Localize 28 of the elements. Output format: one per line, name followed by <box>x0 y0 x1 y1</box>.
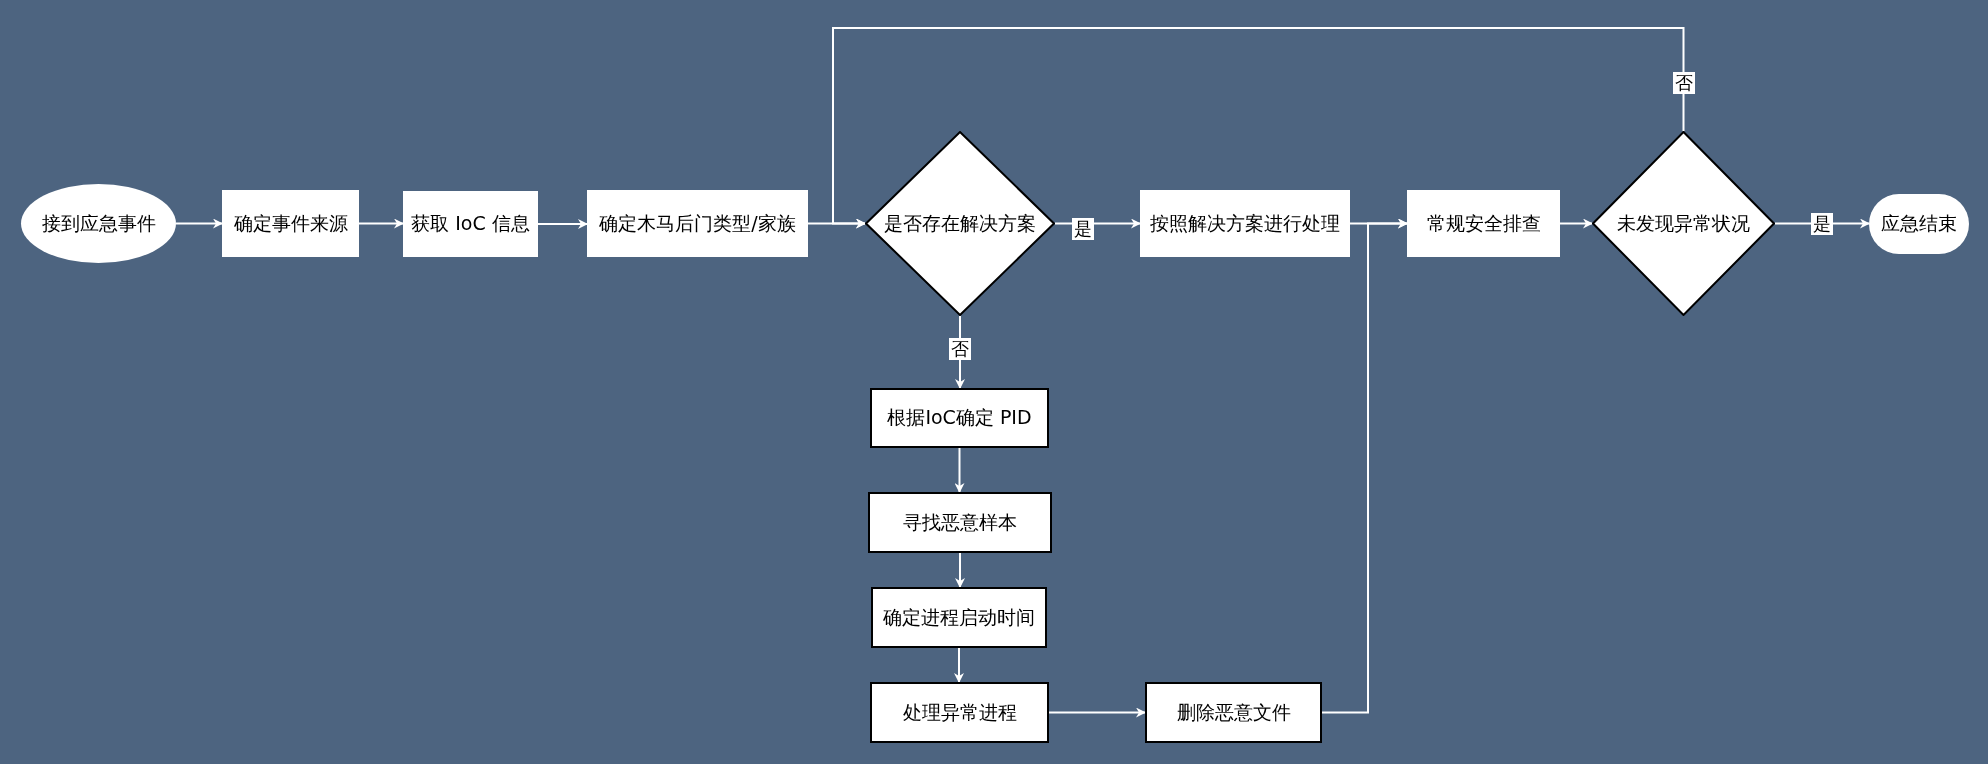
process-box: 删除恶意文件 <box>1145 682 1322 743</box>
process-box: 获取 IoC 信息 <box>403 191 538 257</box>
edge-label: 否 <box>949 338 971 360</box>
edge-label: 否 <box>1672 72 1695 94</box>
arrow <box>1559 218 1593 229</box>
arrow <box>955 552 965 588</box>
arrow <box>1048 707 1146 718</box>
process-box: 处理异常进程 <box>870 682 1049 743</box>
arrow <box>1321 218 1408 714</box>
edge-label: 是 <box>1811 212 1833 235</box>
arrow <box>537 219 588 229</box>
process-box: 确定木马后门类型/家族 <box>587 190 808 257</box>
edge-label: 是 <box>1071 217 1094 240</box>
end-terminal: 应急结束 <box>1869 194 1969 254</box>
process-box: 常规安全排查 <box>1407 190 1560 257</box>
arrow <box>954 647 964 683</box>
process-box: 按照解决方案进行处理 <box>1140 190 1350 257</box>
process-box: 寻找恶意样本 <box>868 492 1052 553</box>
arrow <box>358 218 404 229</box>
process-box: 确定事件来源 <box>222 190 359 257</box>
arrow <box>832 27 1685 229</box>
start-ellipse: 接到应急事件 <box>21 184 176 263</box>
decision-diamond: 是否存在解决方案 <box>865 131 1055 316</box>
arrow <box>175 218 223 229</box>
process-box: 确定进程启动时间 <box>871 587 1047 648</box>
arrow <box>954 447 965 493</box>
process-box: 根据IoC确定 PID <box>870 388 1049 448</box>
decision-diamond: 未发现异常状况 <box>1592 131 1775 316</box>
